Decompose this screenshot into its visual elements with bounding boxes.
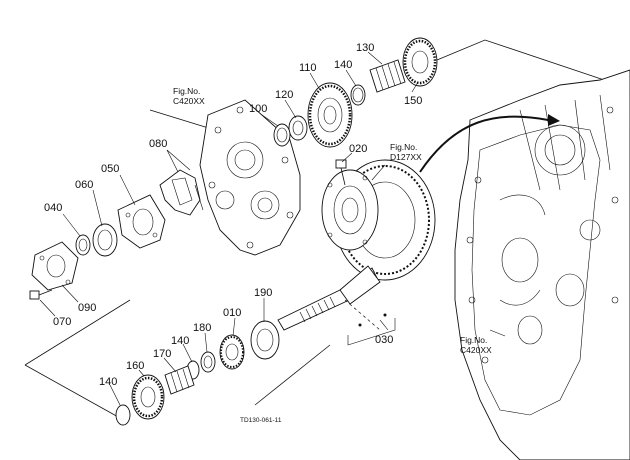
direction-arrow (419, 114, 560, 173)
label-p100: 100 (249, 103, 267, 115)
gear-110 (307, 82, 353, 148)
bearing-170 (164, 365, 195, 395)
bearing-190 (250, 320, 280, 360)
label-p160: 160 (126, 360, 144, 372)
label-p140c: 140 (99, 376, 117, 388)
gear-150 (402, 37, 438, 87)
gear-160 (131, 374, 165, 420)
label-p170: 170 (153, 348, 171, 360)
lower-guide-lines (24, 299, 331, 419)
label-p140b: 140 (171, 335, 189, 347)
shift-fork-080 (159, 169, 204, 216)
plate-050 (117, 194, 166, 249)
bearing-060 (92, 223, 118, 257)
reference-labels: Fig.No. C420XX Fig.No. D127XX Fig.No. C4… (173, 86, 492, 355)
label-p180: 180 (193, 322, 211, 334)
snap-ring-140-lower (115, 404, 131, 426)
ref2-line2: D127XX (390, 152, 422, 162)
pinion-shaft (277, 265, 396, 346)
gear-010 (219, 334, 245, 370)
label-p150: 150 (404, 95, 422, 107)
label-p050: 050 (101, 163, 119, 175)
label-p070: 070 (53, 316, 71, 328)
label-p110: 110 (299, 62, 317, 74)
label-p130: 130 (356, 42, 374, 54)
housing-plate (199, 99, 301, 256)
bearing-120 (288, 115, 308, 141)
label-p140a: 140 (334, 59, 352, 71)
upper-guide-lines (149, 39, 629, 131)
label-p080: 080 (149, 138, 167, 150)
ref1-line1: Fig.No. (173, 86, 200, 96)
ref3-line2: C420XX (460, 345, 492, 355)
label-p090: 090 (78, 302, 96, 314)
ref3-line1: Fig.No. (460, 335, 487, 345)
label-p030: 030 (375, 334, 393, 346)
ring-gear-assembly (321, 159, 436, 281)
bolt-020 (335, 159, 347, 186)
ref1-line2: C420XX (173, 96, 205, 106)
bolt-070 (29, 289, 53, 300)
sleeve-130 (369, 59, 406, 93)
label-p020: 020 (349, 143, 367, 155)
label-p120: 120 (275, 89, 293, 101)
transmission-case (454, 69, 630, 460)
part-labels: 040 060 050 080 100 120 110 140 130 150 … (44, 42, 422, 388)
ring-100 (273, 123, 291, 147)
snap-ring-140-upper (350, 84, 366, 106)
label-p010: 010 (223, 307, 241, 319)
leader-lines (39, 51, 506, 406)
ref2-line1: Fig.No. (390, 142, 417, 152)
ring-180 (200, 351, 216, 373)
seal-040 (75, 234, 91, 256)
label-p060: 060 (75, 179, 93, 191)
drawing-code: TD130-061-11 (240, 417, 282, 424)
label-p190: 190 (254, 287, 272, 299)
label-p040: 040 (44, 202, 62, 214)
cover-090 (31, 241, 79, 291)
